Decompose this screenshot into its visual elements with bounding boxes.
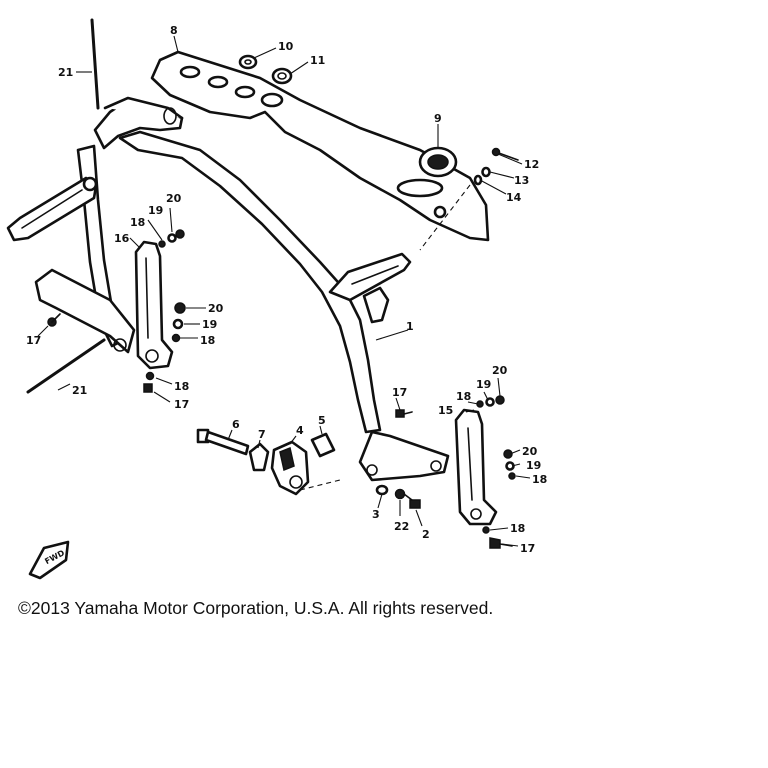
washers-18-19-20-upper-left [158,229,185,248]
callout-9: 9 [434,112,442,125]
callout-1: 1 [406,320,414,333]
washers-18-19-20-mid-left [171,302,186,343]
part-15-stay [454,408,498,526]
callout-18-upper-left: 18 [130,216,145,229]
callout-10: 10 [278,40,294,53]
leader-lines [37,35,531,547]
callout-15: 15 [438,404,453,417]
assembly-line [419,184,471,251]
callout-20-upper-right: 20 [492,364,508,377]
part-17-bolt-lower [143,383,153,393]
callout-21-lower: 21 [72,384,87,397]
part-2-bolt [403,493,421,509]
part-17-bolt-left [47,313,61,327]
part-8-bracket-plate [150,50,490,242]
part-4-bracket [270,440,310,496]
parts-diagram: 1 2 3 4 5 6 7 8 9 10 11 12 13 14 15 16 1… [6,18,547,580]
part-6-bolt [196,428,250,456]
part-17-bolt-right [489,537,513,549]
callout-14: 14 [506,191,522,204]
callout-18-upper-right: 18 [456,390,471,403]
part-10-washer [238,54,258,70]
exploded-view-drawing: 1 2 3 4 5 6 7 8 9 10 11 12 13 14 15 16 1… [6,18,547,580]
part-22-washer [394,488,406,500]
callout-6: 6 [232,418,240,431]
part-21-rod-lower [26,338,106,394]
callout-2: 2 [422,528,430,541]
part-3-washer [375,484,389,496]
part-16-stay [134,240,174,370]
callout-8: 8 [170,24,178,37]
callout-19-mid-left: 19 [202,318,217,331]
part-1-main-frame [6,96,450,482]
callout-12: 12 [524,158,539,171]
callout-18-mid-left: 18 [200,334,215,347]
callout-19-upper-right: 19 [476,378,491,391]
part-13-washer [481,166,491,178]
callout-7: 7 [258,428,266,441]
callout-17-right: 17 [520,542,535,555]
front-arrow-icon: FWD [28,540,70,580]
part-11-nut [271,67,293,85]
washers-18-19-20-lower-right [503,449,516,480]
callout-17-mid: 17 [392,386,407,399]
callout-5: 5 [318,414,326,427]
part-12-screw [491,147,519,161]
assembly-line [299,479,341,491]
callout-4: 4 [296,424,304,437]
callout-18-lower-left: 18 [174,380,189,393]
callout-18-bottom-right: 18 [510,522,525,535]
callout-19-lower-right: 19 [526,459,541,472]
callout-20-lower-right: 20 [522,445,538,458]
callout-16: 16 [114,232,130,245]
callout-19-upper-left: 19 [148,204,163,217]
callout-3: 3 [372,508,380,521]
part-9-reflector [418,146,458,178]
washer-18-lower-left [145,371,155,381]
callout-20-mid-left: 20 [208,302,224,315]
washer-18-bottom-right [482,526,490,534]
callout-21-upper: 21 [58,66,73,79]
callout-13: 13 [514,174,529,187]
callout-labels: 1 2 3 4 5 6 7 8 9 10 11 12 13 14 15 16 1… [26,24,547,555]
copyright-notice: ©2013 Yamaha Motor Corporation, U.S.A. A… [18,598,494,618]
part-5-pin [310,432,336,458]
washers-18-19-20-upper-right [476,395,505,408]
callout-20-upper-left: 20 [166,192,182,205]
part-7-plate [248,442,270,472]
callout-17-left: 17 [26,334,41,347]
callout-11: 11 [310,54,325,67]
callout-17-lower-left: 17 [174,398,189,411]
callout-18-lower-right: 18 [532,473,547,486]
part-21-rod-upper [90,18,100,110]
part-17-bolt-mid [395,409,413,418]
callout-22: 22 [394,520,409,533]
